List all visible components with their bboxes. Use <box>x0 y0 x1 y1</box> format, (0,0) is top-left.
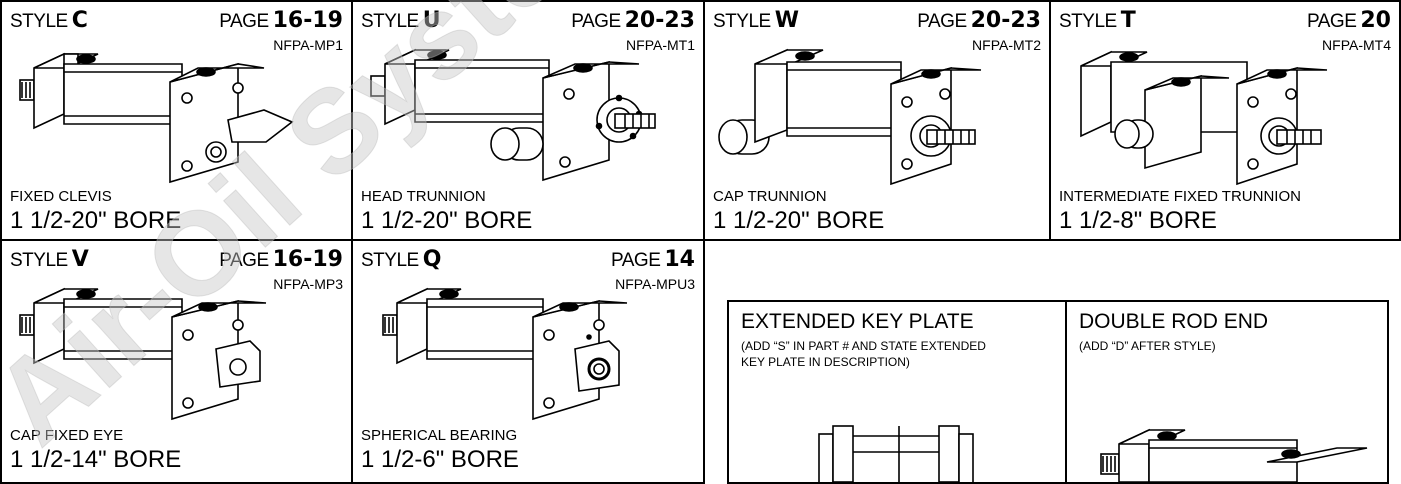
option-card-extended-key-plate: EXTENDED KEY PLATE (ADD “S” IN PART # AN… <box>727 300 1067 484</box>
bore-range: 1 1/2-6" BORE <box>361 446 519 473</box>
mount-name: SPHERICAL BEARING <box>361 427 518 444</box>
mount-name: CAP FIXED EYE <box>10 427 124 444</box>
option-note: (ADD “D” AFTER STYLE) <box>1079 339 1216 353</box>
cylinder-cap-fixed-eye-drawing <box>19 287 267 421</box>
extended-key-plate-drawing <box>818 425 974 482</box>
nfpa-code: NFPA-MT4 <box>1322 37 1391 53</box>
double-rod-end-drawing <box>1100 428 1368 482</box>
bore-range: 1 1/2-14" BORE <box>10 446 182 473</box>
option-title: EXTENDED KEY PLATE <box>741 310 974 333</box>
cylinder-cap-trunnion-drawing <box>718 48 982 186</box>
mount-name: HEAD TRUNNION <box>361 188 486 205</box>
nfpa-code: NFPA-MT2 <box>972 37 1041 53</box>
nfpa-code: NFPA-MT1 <box>626 37 695 53</box>
cylinder-intermediate-trunnion-drawing <box>1080 50 1328 186</box>
option-card-double-rod-end: DOUBLE ROD END (ADD “D” AFTER STYLE) <box>1065 300 1389 484</box>
nfpa-code: NFPA-MP3 <box>273 276 343 292</box>
nfpa-code: NFPA-MP1 <box>273 37 343 53</box>
bore-range: 1 1/2-8" BORE <box>1059 207 1217 234</box>
bore-range: 1 1/2-20" BORE <box>713 207 885 234</box>
mount-name: FIXED CLEVIS <box>10 188 112 205</box>
mount-name: INTERMEDIATE FIXED TRUNNION <box>1059 188 1301 205</box>
mount-name: CAP TRUNNION <box>713 188 827 205</box>
cylinder-head-trunnion-drawing <box>370 48 656 182</box>
cylinder-spherical-bearing-drawing <box>382 287 628 421</box>
option-note: (ADD “S” IN PART # AND STATE EXTENDED KE… <box>741 339 986 369</box>
bore-range: 1 1/2-20" BORE <box>361 207 533 234</box>
bore-range: 1 1/2-20" BORE <box>10 207 182 234</box>
option-title: DOUBLE ROD END <box>1079 310 1269 333</box>
nfpa-code: NFPA-MPU3 <box>615 276 695 292</box>
cylinder-fixed-clevis-drawing <box>19 52 294 184</box>
